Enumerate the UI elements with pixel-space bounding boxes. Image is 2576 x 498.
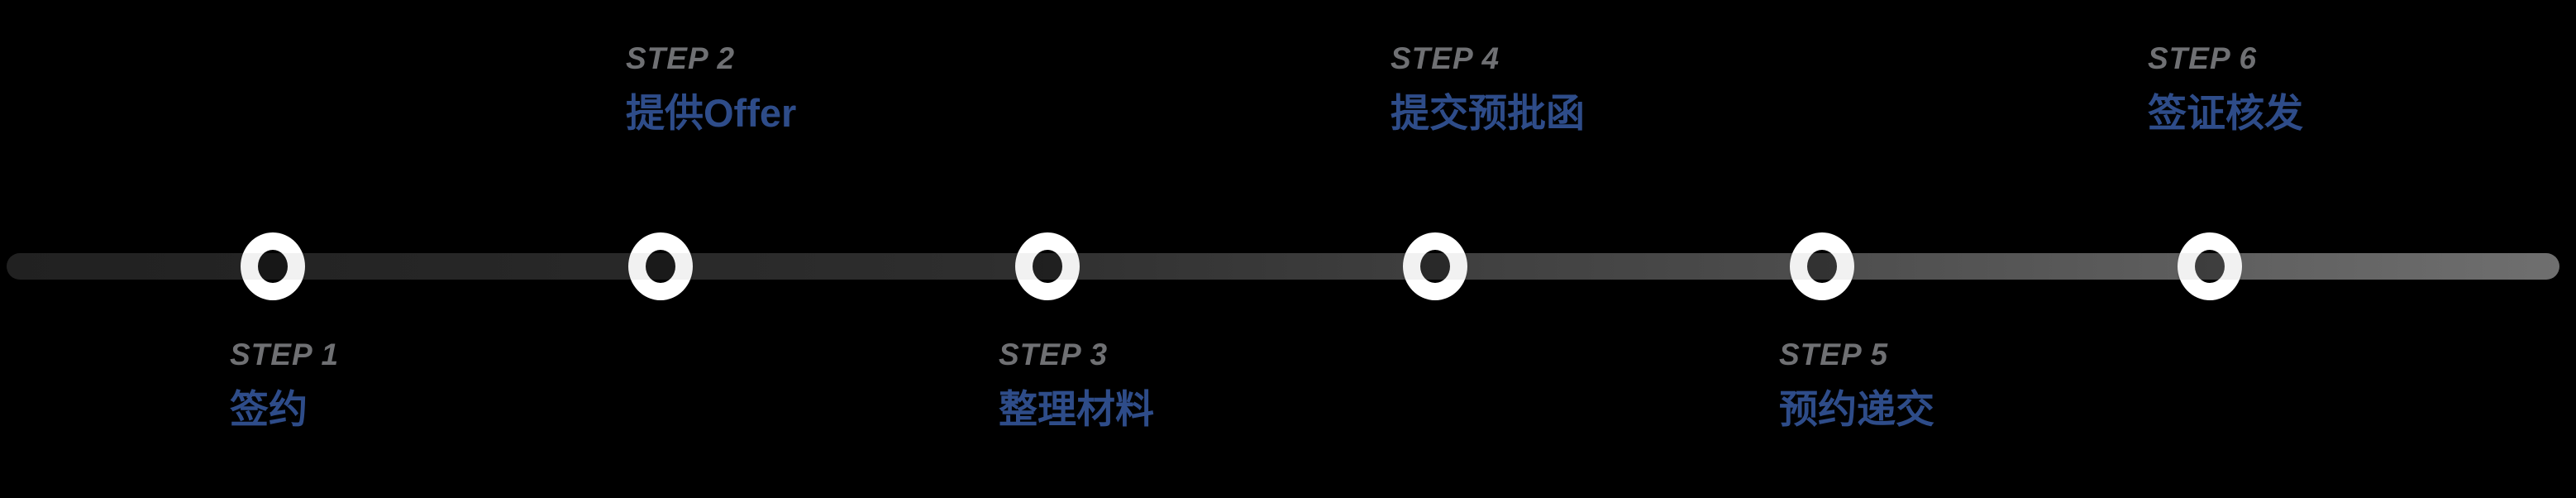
step-tag: STEP 3	[999, 338, 1109, 371]
step-label-6: STEP 6 签证核发	[2148, 43, 2303, 135]
step-tag: STEP 6	[2148, 41, 2258, 75]
step-node-6	[2178, 232, 2242, 300]
step-label-1: STEP 1 签约	[230, 339, 339, 431]
step-tag: STEP 4	[1391, 41, 1500, 75]
timeline-bar	[7, 253, 2559, 280]
step-node-1	[241, 232, 305, 300]
step-label-2: STEP 2 提供Offer	[626, 43, 796, 135]
step-tag: STEP 5	[1779, 338, 1889, 371]
step-node-4	[1403, 232, 1467, 300]
step-tag: STEP 2	[626, 41, 736, 75]
step-node-2	[628, 232, 693, 300]
step-label-5: STEP 5 预约递交	[1779, 339, 1934, 431]
step-title: 整理材料	[999, 387, 1154, 431]
step-node-5	[1790, 232, 1854, 300]
step-title: 提交预批函	[1391, 91, 1585, 135]
step-label-3: STEP 3 整理材料	[999, 339, 1154, 431]
step-node-3	[1015, 232, 1080, 300]
step-title: 签约	[230, 387, 308, 431]
step-title: 预约递交	[1779, 387, 1934, 431]
step-tag: STEP 1	[230, 338, 340, 371]
step-title: 签证核发	[2148, 91, 2303, 135]
step-label-4: STEP 4 提交预批函	[1391, 43, 1585, 135]
step-title: 提供Offer	[626, 91, 797, 135]
